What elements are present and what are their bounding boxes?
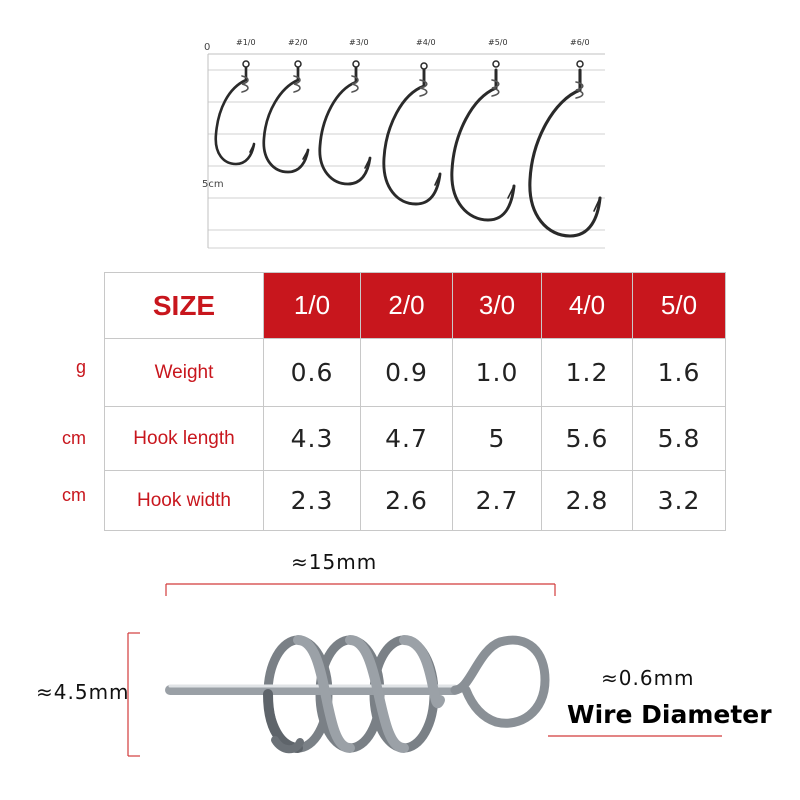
ruler-zero-label: 0 xyxy=(204,42,211,53)
table-cell: 4.3 xyxy=(263,406,361,471)
hook-ruler-photo: 0 5cm #1/0 #2/0 #3/0 #4/0 #5/0 #6/0 xyxy=(200,30,605,252)
wire-diameter-value: ≈0.6mm xyxy=(601,666,695,690)
table-cell: 2.6 xyxy=(360,470,453,531)
hook-2 xyxy=(262,60,310,174)
width-unit: cm xyxy=(62,485,86,505)
wire-diameter-caption: Wire Diameter xyxy=(567,700,772,729)
hook-4 xyxy=(382,62,442,206)
table-cell: 0.6 xyxy=(263,338,361,407)
size-column-header: 4/0 xyxy=(541,272,633,339)
hook-1 xyxy=(214,60,256,166)
length-unit: cm xyxy=(62,428,86,448)
weight-label: Weight xyxy=(104,338,264,407)
length-dimension-label: ≈15mm xyxy=(291,550,378,574)
hook-width-label: Hook width xyxy=(104,470,264,531)
table-row: Hook width 2.3 2.6 2.7 2.8 3.2 xyxy=(104,470,726,531)
table-cell: 4.7 xyxy=(360,406,453,471)
table-header-row: SIZE 1/0 2/0 3/0 4/0 5/0 xyxy=(104,272,726,339)
hook-3 xyxy=(318,60,372,186)
size-spec-table: SIZE 1/0 2/0 3/0 4/0 5/0 Weight 0.6 0.9 … xyxy=(104,272,726,531)
ruler-five-cm-label: 5cm xyxy=(202,179,224,190)
hook-5 xyxy=(450,60,516,222)
size-column-header: 2/0 xyxy=(360,272,453,339)
length-dimension-bracket xyxy=(165,583,556,596)
hook-size-label: #2/0 xyxy=(288,38,308,47)
hook-size-label: #6/0 xyxy=(570,38,590,47)
spring-icon xyxy=(165,635,550,754)
table-cell: 1.6 xyxy=(632,338,726,407)
table-cell: 5.6 xyxy=(541,406,633,471)
table-cell: 5.8 xyxy=(632,406,726,471)
hook-illustration xyxy=(207,53,605,249)
table-cell: 5 xyxy=(452,406,542,471)
height-dimension-bracket xyxy=(127,632,140,757)
weight-unit: g xyxy=(76,357,87,377)
hook-length-label: Hook length xyxy=(104,406,264,471)
table-cell: 2.8 xyxy=(541,470,633,531)
hook-size-label: #5/0 xyxy=(488,38,508,47)
hook-size-label: #1/0 xyxy=(236,38,256,47)
table-cell: 2.7 xyxy=(452,470,542,531)
table-row: Weight 0.6 0.9 1.0 1.2 1.6 xyxy=(104,338,726,407)
height-dimension-label: ≈4.5mm xyxy=(36,680,130,704)
hook-6 xyxy=(528,60,602,238)
size-column-header: 1/0 xyxy=(263,272,361,339)
size-column-header: 3/0 xyxy=(452,272,542,339)
hook-size-label: #4/0 xyxy=(416,38,436,47)
hook-size-label: #3/0 xyxy=(349,38,369,47)
table-row: Hook length 4.3 4.7 5 5.6 5.8 xyxy=(104,406,726,471)
table-cell: 1.0 xyxy=(452,338,542,407)
table-cell: 2.3 xyxy=(263,470,361,531)
size-column-header: 5/0 xyxy=(632,272,726,339)
table-cell: 3.2 xyxy=(632,470,726,531)
size-header: SIZE xyxy=(104,272,264,339)
